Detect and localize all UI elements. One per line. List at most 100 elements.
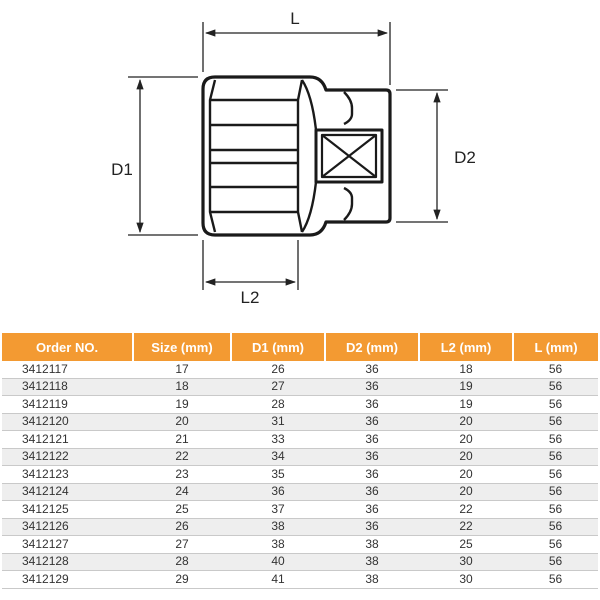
label-D1: D1: [111, 160, 133, 179]
l-cell: 56: [513, 483, 598, 501]
order-no-cell: 3412127: [2, 535, 133, 554]
d2-cell: 36: [325, 413, 419, 431]
l2-cell: 22: [419, 500, 513, 519]
d2-cell: 38: [325, 535, 419, 554]
column-header-size: Size (mm): [133, 333, 232, 361]
order-no-cell: 3412124: [2, 483, 133, 501]
order-no-cell: 3412123: [2, 465, 133, 484]
d1-cell: 33: [231, 430, 325, 449]
label-L: L: [290, 9, 299, 28]
l2-cell: 20: [419, 413, 513, 431]
l-cell: 56: [513, 395, 598, 414]
d2-cell: 36: [325, 500, 419, 519]
size-cell: 21: [133, 430, 231, 449]
size-cell: 22: [133, 448, 231, 466]
l2-cell: 30: [419, 570, 513, 589]
l-cell: 56: [513, 465, 598, 484]
size-cell: 27: [133, 535, 231, 554]
column-header-l2: L2 (mm): [419, 333, 514, 361]
order-no-cell: 3412119: [2, 395, 133, 414]
label-D2: D2: [454, 148, 476, 167]
l2-cell: 19: [419, 395, 513, 414]
l2-cell: 20: [419, 483, 513, 501]
d1-cell: 28: [231, 395, 325, 414]
dimension-D2: [396, 89, 448, 223]
specification-table: Order NO. Size (mm) D1 (mm) D2 (mm) L2 (…: [2, 333, 598, 589]
l-cell: 56: [513, 378, 598, 396]
l-cell: 56: [513, 448, 598, 466]
d2-cell: 36: [325, 361, 419, 379]
l-cell: 56: [513, 430, 598, 449]
column-header-order-no: Order NO.: [2, 333, 134, 361]
l-cell: 56: [513, 535, 598, 554]
d1-cell: 27: [231, 378, 325, 396]
socket-outline: [201, 75, 392, 237]
l2-cell: 18: [419, 361, 513, 379]
size-cell: 19: [133, 395, 231, 414]
d1-cell: 40: [231, 553, 325, 571]
order-no-cell: 3412117: [2, 361, 133, 379]
d2-cell: 36: [325, 395, 419, 414]
l2-cell: 22: [419, 518, 513, 536]
l-cell: 56: [513, 518, 598, 536]
dimension-D1: [128, 76, 198, 236]
l2-cell: 20: [419, 430, 513, 449]
column-header-d2: D2 (mm): [325, 333, 420, 361]
d1-cell: 41: [231, 570, 325, 589]
d1-cell: 31: [231, 413, 325, 431]
l2-cell: 20: [419, 448, 513, 466]
size-cell: 29: [133, 570, 231, 589]
order-no-cell: 3412118: [2, 378, 133, 396]
size-cell: 28: [133, 553, 231, 571]
d2-cell: 38: [325, 570, 419, 589]
size-cell: 25: [133, 500, 231, 519]
d2-cell: 36: [325, 430, 419, 449]
order-no-cell: 3412121: [2, 430, 133, 449]
d1-cell: 38: [231, 518, 325, 536]
l-cell: 56: [513, 553, 598, 571]
size-cell: 24: [133, 483, 231, 501]
l2-cell: 20: [419, 465, 513, 484]
column-header-d1: D1 (mm): [231, 333, 326, 361]
order-no-cell: 3412125: [2, 500, 133, 519]
order-no-cell: 3412120: [2, 413, 133, 431]
l-cell: 56: [513, 361, 598, 379]
socket-technical-drawing: L D1 D2 L2: [111, 9, 476, 307]
d2-cell: 36: [325, 518, 419, 536]
size-cell: 23: [133, 465, 231, 484]
d2-cell: 36: [325, 378, 419, 396]
dimension-L2: [202, 240, 299, 290]
l2-cell: 19: [419, 378, 513, 396]
size-cell: 18: [133, 378, 231, 396]
d1-cell: 36: [231, 483, 325, 501]
order-no-cell: 3412129: [2, 570, 133, 589]
dimension-L: [202, 22, 391, 85]
d1-cell: 38: [231, 535, 325, 554]
order-no-cell: 3412126: [2, 518, 133, 536]
table-header-row: Order NO. Size (mm) D1 (mm) D2 (mm) L2 (…: [2, 333, 598, 361]
size-cell: 17: [133, 361, 231, 379]
order-no-cell: 3412122: [2, 448, 133, 466]
size-cell: 20: [133, 413, 231, 431]
d2-cell: 36: [325, 448, 419, 466]
d1-cell: 37: [231, 500, 325, 519]
d2-cell: 36: [325, 483, 419, 501]
l2-cell: 25: [419, 535, 513, 554]
d1-cell: 26: [231, 361, 325, 379]
label-L2: L2: [241, 288, 260, 307]
d2-cell: 38: [325, 553, 419, 571]
l-cell: 56: [513, 570, 598, 589]
l-cell: 56: [513, 500, 598, 519]
